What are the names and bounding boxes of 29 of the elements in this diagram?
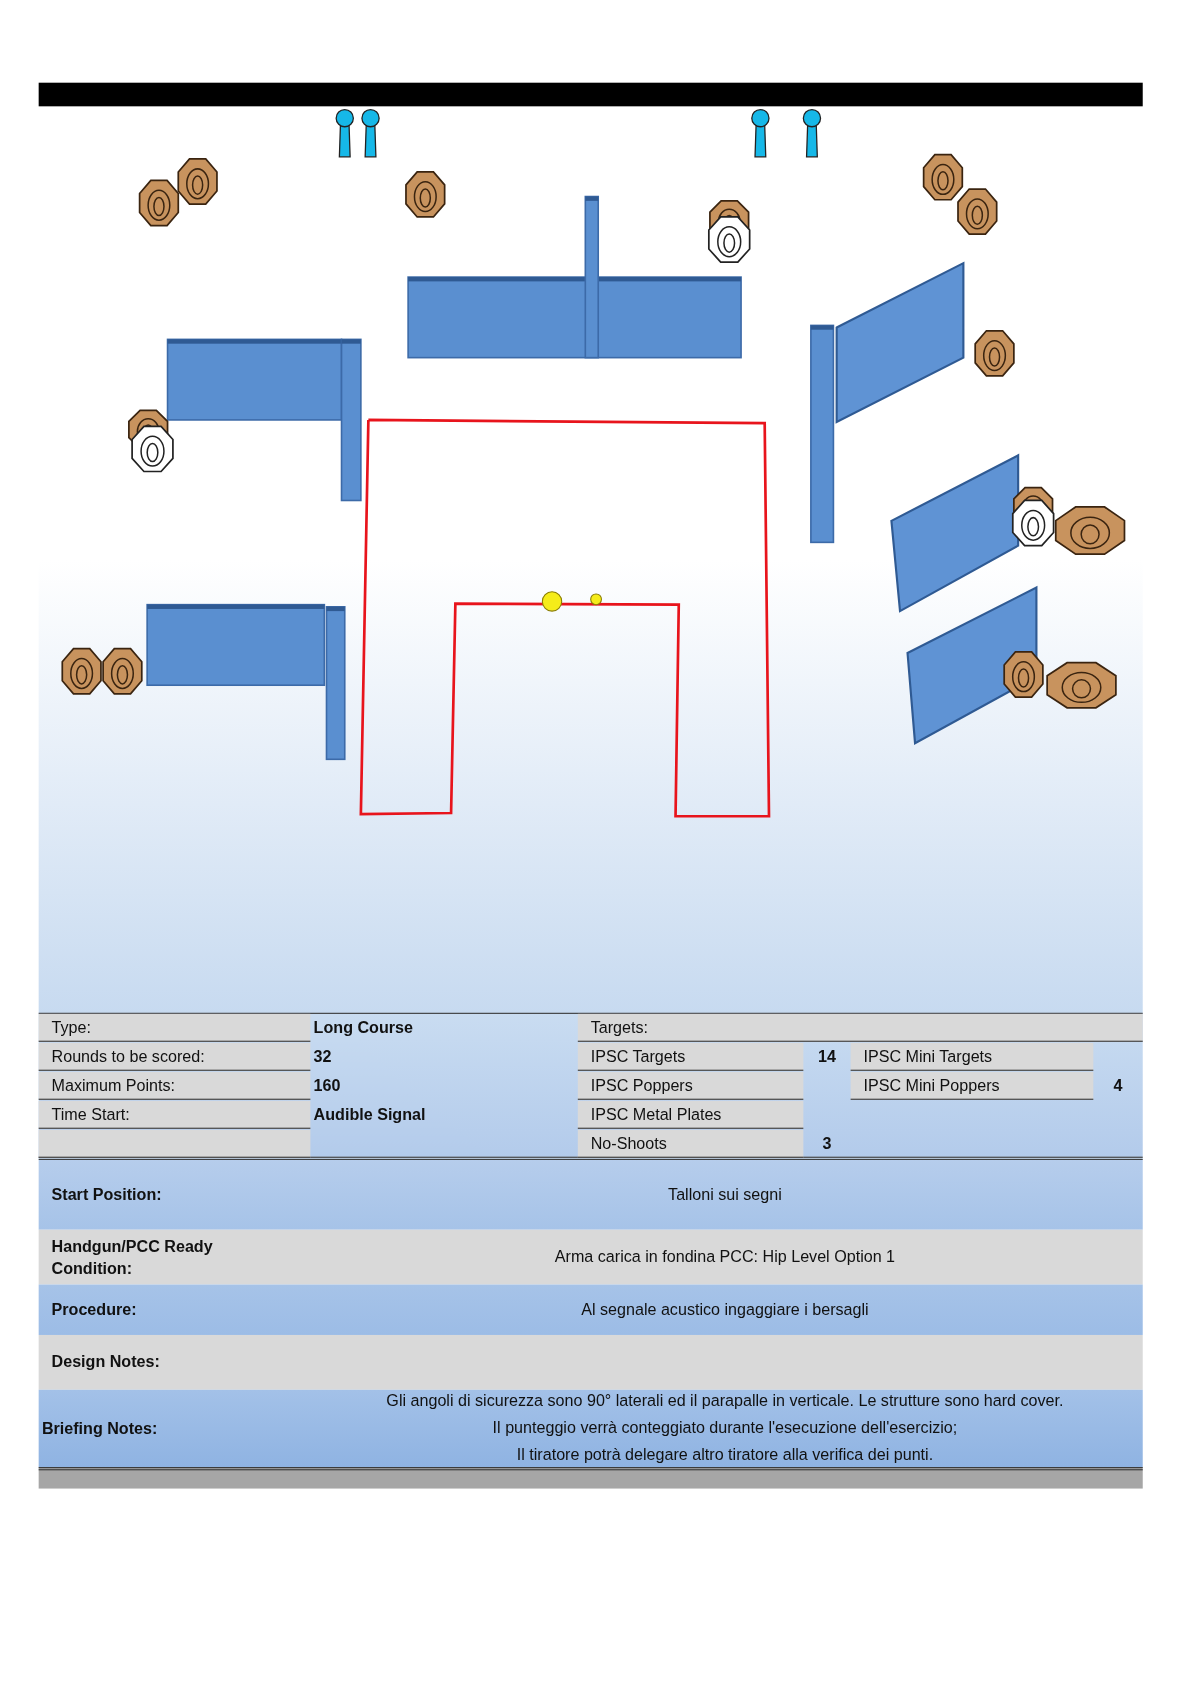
section-label: Handgun/PCC Ready Condition: xyxy=(51,1236,214,1279)
section-label: Start Position: xyxy=(51,1183,163,1205)
count-value: 4 xyxy=(1112,1075,1124,1097)
count-value: 14 xyxy=(817,1046,837,1068)
section-text: Arma carica in fondina PCC: Hip Level Option 1 xyxy=(553,1245,897,1268)
section-text: Il punteggio verrà conteggiato durante l'esecuzione dell'esercizio; xyxy=(491,1416,959,1438)
field-label: IPSC Metal Plates xyxy=(577,1100,804,1129)
section-text: Il tiratore potrà delegare altro tiratore alla verifica dei punti. xyxy=(515,1443,935,1465)
section-label: Briefing Notes: xyxy=(41,1417,159,1439)
section-text: Gli angoli di sicurezza sono 90° laterali ed il parapalle in verticale. Le strutture sono hard cover. xyxy=(385,1389,1065,1412)
field-value: 160 xyxy=(312,1075,342,1097)
field-label: IPSC Poppers xyxy=(577,1071,804,1100)
field-label: IPSC Mini Poppers xyxy=(850,1071,1094,1100)
field-label: Targets: xyxy=(577,1013,1143,1042)
field-value: 32 xyxy=(312,1046,333,1068)
field-label: IPSC Mini Targets xyxy=(850,1042,1094,1071)
section-label: Design Notes: xyxy=(51,1351,161,1373)
field-value: Long Course xyxy=(312,1017,414,1039)
field-label: IPSC Targets xyxy=(577,1042,804,1071)
field-label: No-Shoots xyxy=(577,1129,804,1158)
count-value: 3 xyxy=(821,1133,833,1155)
field-label: Type: xyxy=(38,1013,311,1042)
field-label: Time Start: xyxy=(38,1100,311,1129)
section-text: Talloni sui segni xyxy=(667,1183,783,1205)
field-label: Maximum Points: xyxy=(38,1071,311,1100)
field-value: Audible Signal xyxy=(312,1104,427,1126)
section-label: Procedure: xyxy=(51,1298,138,1320)
section-text: Al segnale acustico ingaggiare i bersagli xyxy=(580,1298,870,1320)
field-label: Rounds to be scored: xyxy=(38,1042,311,1071)
